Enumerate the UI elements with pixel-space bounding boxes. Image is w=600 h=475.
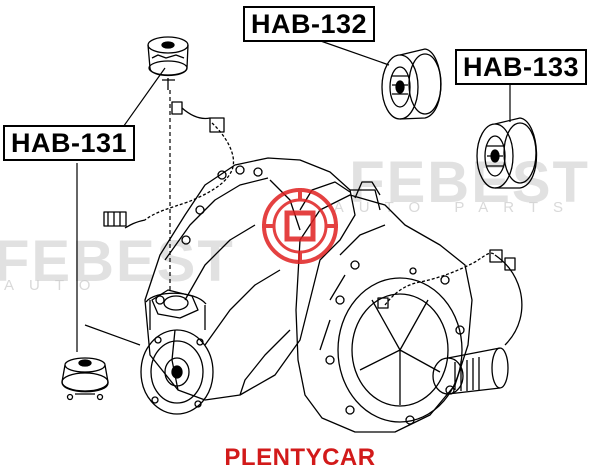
left-housing [144, 157, 356, 401]
bushing-hab131-upper [147, 36, 189, 90]
brand-logo-stamp [262, 188, 338, 264]
leader-lines [76, 38, 511, 352]
left-bracket [151, 289, 199, 319]
brand-caption: PLENTYCAR [224, 444, 376, 471]
part-label-hab131: HAB-131 [3, 125, 136, 161]
bushing-hab133 [476, 117, 538, 189]
sensor-harness-left [103, 101, 235, 229]
watermark-auto-left: AUTO [4, 277, 106, 294]
right-housing [295, 194, 473, 433]
watermark-febest-right: FEBEST [349, 150, 590, 215]
pinion-flange [140, 292, 214, 415]
part-label-hab133: HAB-133 [455, 49, 588, 85]
output-shaft [432, 347, 509, 395]
upper-ribs [299, 181, 381, 211]
part-label-hab132: HAB-132 [243, 6, 376, 42]
bushing-hab132 [381, 48, 442, 120]
sensor-harness-right [377, 249, 523, 346]
bushing-hab131-lower [61, 357, 109, 401]
